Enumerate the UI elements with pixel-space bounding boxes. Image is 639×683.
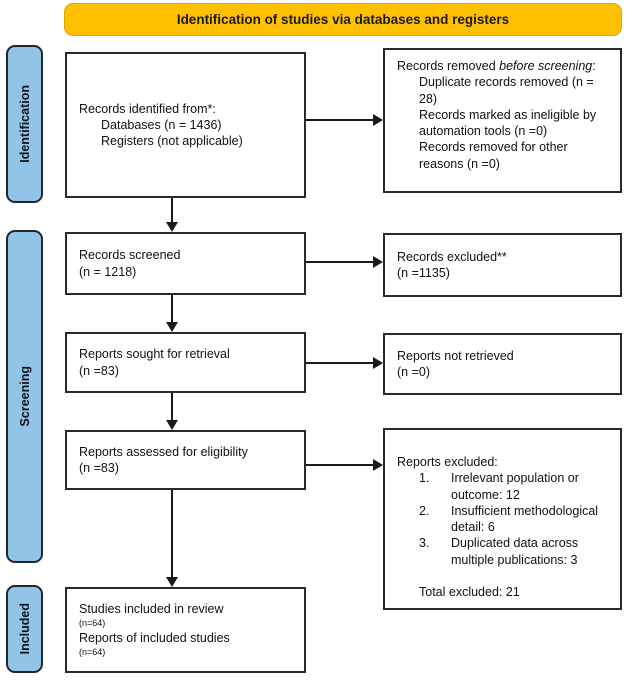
studies-included-n: (n=64) [79, 617, 106, 628]
list-item-number: 1. [419, 471, 430, 486]
stage-label-identification: Identification [6, 45, 43, 203]
arrow-assessed-to-included [166, 490, 178, 587]
stage-label-included: Included [6, 585, 43, 673]
records-removed-intro-colon: : [592, 59, 596, 73]
reports-not-retrieved-n: (n =0) [397, 365, 431, 379]
reports-sought-line1: Reports sought for retrieval [79, 347, 230, 362]
records-removed-automation: Records marked as ineligible by automati… [419, 107, 597, 138]
box-reports-assessed: Reports assessed for eligibility (n =83) [65, 430, 306, 490]
list-item-text: Irrelevant population or outcome: 12 [451, 471, 579, 502]
arrow-screened-to-excluded [306, 256, 383, 268]
list-item-text: Insufficient methodological detail: 6 [451, 503, 599, 534]
box-reports-not-retrieved: Reports not retrieved (n =0) [383, 333, 622, 395]
reports-assessed-line1: Reports assessed for eligibility [79, 444, 248, 459]
arrow-identified-to-removed [306, 114, 383, 126]
records-screened-line1: Records screened [79, 248, 181, 263]
reports-sought-n: (n =83) [79, 363, 119, 378]
reports-not-retrieved-line1: Reports not retrieved [397, 348, 514, 363]
box-reports-excluded: Reports excluded: 1. Irrelevant populati… [383, 428, 622, 610]
reports-included-line: Reports of included studies [79, 631, 230, 645]
arrow-sought-to-assessed [166, 393, 178, 430]
records-identified-registers: Registers (not applicable) [101, 134, 243, 149]
reports-included-n: (n=64) [79, 647, 106, 658]
box-records-screened: Records screened (n = 1218) [65, 232, 306, 295]
list-item-text: Duplicated data across multiple publicat… [451, 536, 579, 567]
banner-title: Identification of studies via databases … [176, 12, 510, 27]
box-studies-included: Studies included in review (n=64) Report… [65, 587, 306, 673]
records-removed-intro-normal: Records removed [397, 59, 500, 73]
list-item: 2. Insufficient methodological detail: 6 [419, 503, 612, 536]
studies-included-line1: Studies included in review [79, 601, 224, 616]
box-records-excluded: Records excluded** (n =1135) [383, 233, 622, 297]
reports-excluded-total: Total excluded: 21 [419, 584, 520, 599]
records-excluded-line1: Records excluded** [397, 249, 507, 264]
arrow-assessed-to-reports-excluded [306, 459, 383, 471]
box-records-removed: Records removed before screening: Duplic… [383, 48, 622, 193]
list-item: 3. Duplicated data across multiple publi… [419, 535, 612, 568]
records-identified-line1: Records identified from*: [79, 101, 216, 116]
records-removed-intro-italic: before screening [499, 59, 593, 73]
arrow-sought-to-not-retrieved [306, 357, 383, 369]
stage-label-screening-text: Screening [17, 366, 32, 427]
stage-label-included-text: Included [17, 603, 32, 655]
reports-excluded-list: 1. Irrelevant population or outcome: 12 … [419, 470, 612, 568]
records-excluded-n: (n =1135) [397, 266, 450, 280]
arrow-screened-to-sought [166, 295, 178, 332]
reports-excluded-title: Reports excluded: [397, 455, 498, 469]
records-removed-intro: Records removed before screening: [397, 58, 612, 74]
box-records-identified: Records identified from*: Databases (n =… [65, 52, 306, 198]
reports-assessed-n: (n =83) [79, 461, 119, 475]
records-identified-databases: Databases (n = 1436) [101, 117, 222, 132]
banner-identification-via-databases: Identification of studies via databases … [64, 3, 622, 36]
box-reports-sought: Reports sought for retrieval (n =83) [65, 332, 306, 393]
list-item: 1. Irrelevant population or outcome: 12 [419, 470, 612, 503]
arrow-identified-to-screened [166, 198, 178, 232]
records-removed-duplicates: Duplicate records removed (n = 28) [419, 75, 594, 106]
records-removed-other: Records removed for other reasons (n =0) [419, 140, 568, 171]
list-item-number: 2. [419, 503, 430, 518]
stage-label-identification-text: Identification [17, 85, 32, 163]
records-screened-n: (n = 1218) [79, 264, 137, 279]
stage-label-screening: Screening [6, 230, 43, 563]
list-item-number: 3. [419, 536, 430, 551]
